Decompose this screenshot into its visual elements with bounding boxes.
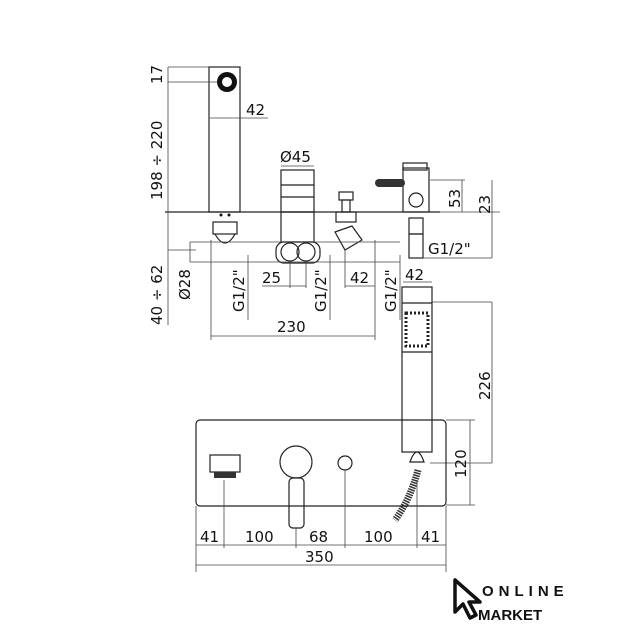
dim-handshower-width: 42 (405, 266, 424, 284)
dim-bottom-2: 100 (245, 528, 274, 546)
handshower-holder (375, 162, 430, 259)
dim-spout-height: 198 ÷ 220 (148, 121, 166, 200)
dim-plate-length: 350 (305, 548, 334, 566)
dim-inlet-spacing: 25 (262, 269, 281, 287)
dim-spout-top: 17 (148, 65, 166, 84)
dim-handshower-length: 226 (476, 371, 494, 400)
spout-side-view (208, 66, 241, 244)
dim-bottom-3: 68 (309, 528, 328, 546)
handshower (392, 286, 433, 523)
dim-holder-height: 53 (446, 189, 464, 208)
online-market-logo: ONLINE MARKET (453, 578, 569, 624)
dim-bottom-4: 100 (364, 528, 393, 546)
dim-thread-2: G1/2" (312, 269, 330, 312)
deck-plate-top-view (195, 419, 447, 529)
dim-bottom-1: 41 (200, 528, 219, 546)
diverter (334, 191, 363, 251)
dim-below-deck: 40 ÷ 62 (148, 265, 166, 325)
dim-bottom-5: 41 (421, 528, 440, 546)
dim-mixer-diameter: Ø45 (280, 148, 311, 166)
dim-plate-height: 120 (452, 449, 470, 478)
dim-holder-base: 23 (476, 195, 494, 214)
cursor-icon (453, 578, 482, 620)
dim-body-length: 230 (277, 318, 306, 336)
dim-diverter-offset: 42 (350, 269, 369, 287)
mixer-body (275, 169, 321, 264)
dim-thread-1: G1/2" (230, 269, 248, 312)
dim-pipe-diameter: Ø28 (176, 269, 194, 300)
dim-holder-thread: G1/2" (428, 240, 471, 258)
logo-line1: ONLINE (482, 583, 569, 600)
dim-spout-width: 42 (246, 101, 265, 119)
dim-thread-3: G1/2" (382, 269, 400, 312)
logo-line2: MARKET (478, 607, 542, 624)
